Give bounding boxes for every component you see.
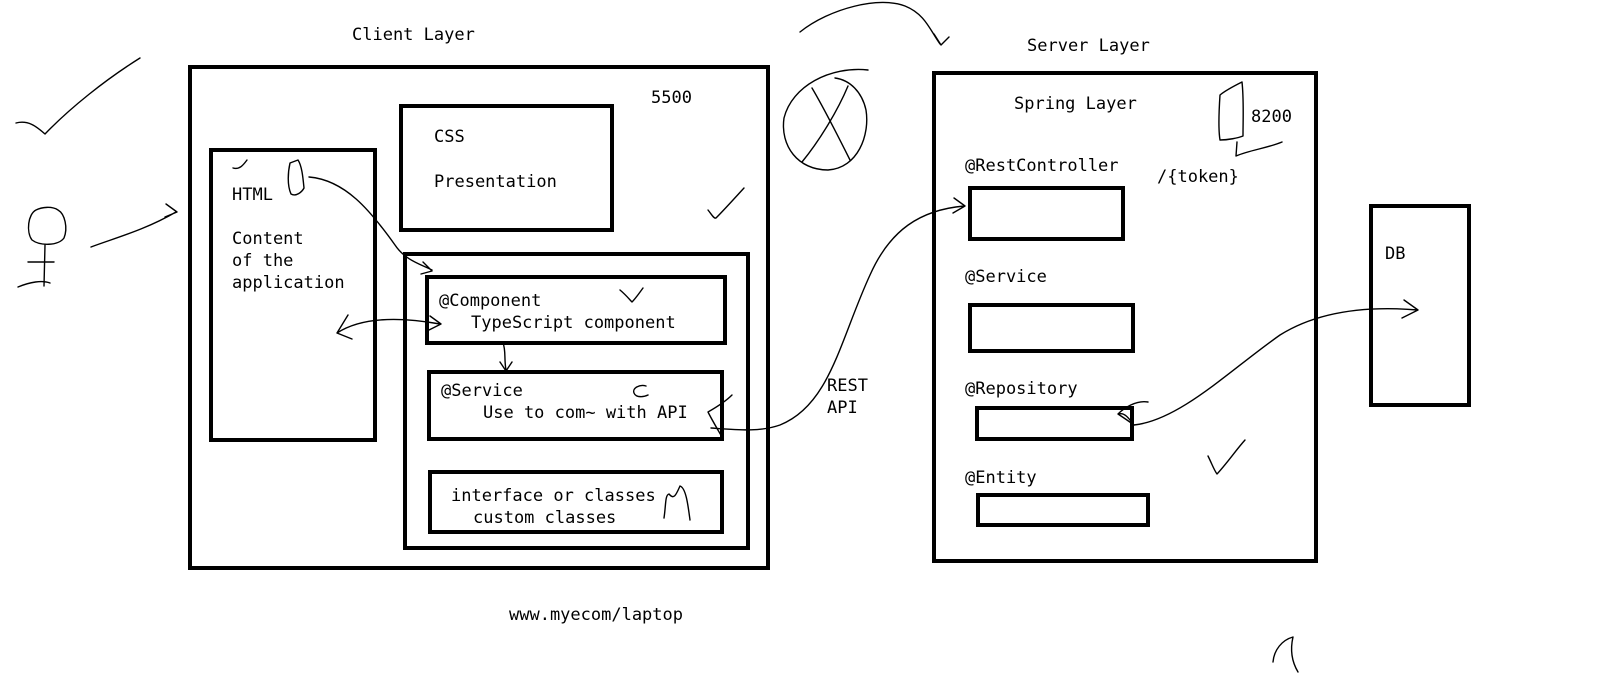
server-service-label: @Service xyxy=(965,267,1047,287)
crossed-circle-x-doodle xyxy=(801,85,851,163)
rest-controller-label: @RestController xyxy=(965,156,1119,176)
html-box-line-3: application xyxy=(232,273,345,293)
css-box-subtitle: Presentation xyxy=(434,172,557,192)
classes-box-subtitle: custom classes xyxy=(473,508,617,528)
html-box-line-2: of the xyxy=(232,251,294,271)
token-label: /{token} xyxy=(1157,167,1239,187)
entity-box xyxy=(976,493,1150,527)
classes-box xyxy=(428,470,724,534)
repository-label: @Repository xyxy=(965,379,1078,399)
html-box xyxy=(209,148,377,442)
rest-controller-box xyxy=(968,186,1125,241)
rest-api-label-line-2: API xyxy=(827,398,858,418)
service-box-title: @Service xyxy=(441,381,523,401)
entity-label: @Entity xyxy=(965,468,1037,488)
classes-box-title: interface or classes xyxy=(451,486,656,506)
html-box-title: HTML xyxy=(232,185,273,205)
component-box-title: @Component xyxy=(439,291,542,311)
html-box-line-1: Content xyxy=(232,229,304,249)
top-curve-arrow xyxy=(799,1,950,46)
client-layer-title: Client Layer xyxy=(352,25,475,45)
server-port-label: 8200 xyxy=(1251,107,1292,127)
crossed-circle-doodle xyxy=(782,68,869,171)
db-label: DB xyxy=(1385,244,1406,264)
rest-api-label-line-1: REST xyxy=(827,376,868,396)
client-port-label: 5500 xyxy=(651,88,692,108)
css-box-title: CSS xyxy=(434,127,465,147)
server-service-box xyxy=(968,303,1135,353)
repository-box xyxy=(975,406,1134,441)
db-box xyxy=(1369,204,1471,407)
spring-layer-title: Spring Layer xyxy=(1014,94,1137,114)
service-box-subtitle: Use to com~ with API xyxy=(483,403,688,423)
server-layer-title: Server Layer xyxy=(1027,36,1150,56)
url-label: www.myecom/laptop xyxy=(509,605,683,625)
user-to-client-arrow xyxy=(90,203,178,248)
user-figure-head xyxy=(27,206,67,245)
bottom-right-doodle xyxy=(1272,636,1299,673)
checkmark-doodle-top-left xyxy=(15,57,141,135)
component-box-subtitle: TypeScript component xyxy=(471,313,676,333)
css-box xyxy=(399,104,614,232)
user-figure-body xyxy=(17,244,55,288)
